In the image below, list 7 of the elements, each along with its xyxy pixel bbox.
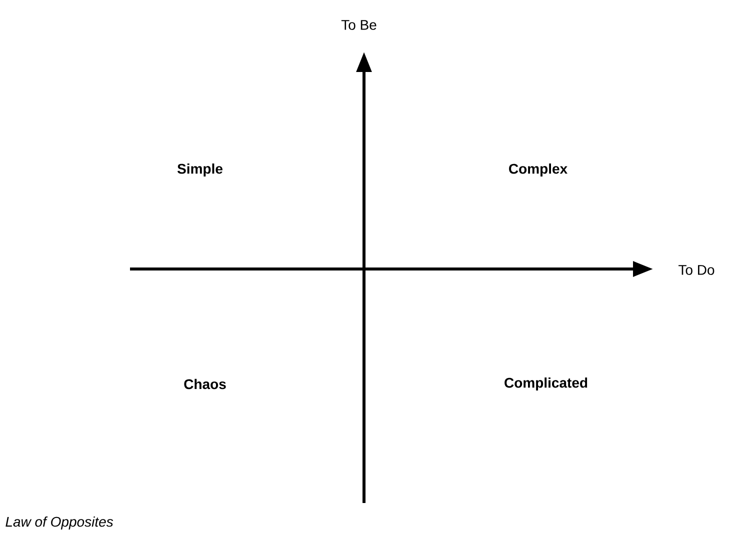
quadrant-label: Simple: [177, 163, 222, 177]
axis-label: To Do: [678, 265, 714, 275]
axis-label: To Be: [341, 20, 376, 30]
quadrant-label: Chaos: [184, 378, 226, 390]
quadrant-label: Complex: [509, 163, 568, 177]
caption: Law of Opposites: [6, 516, 114, 530]
quadrant-label: Complicated: [504, 377, 588, 391]
